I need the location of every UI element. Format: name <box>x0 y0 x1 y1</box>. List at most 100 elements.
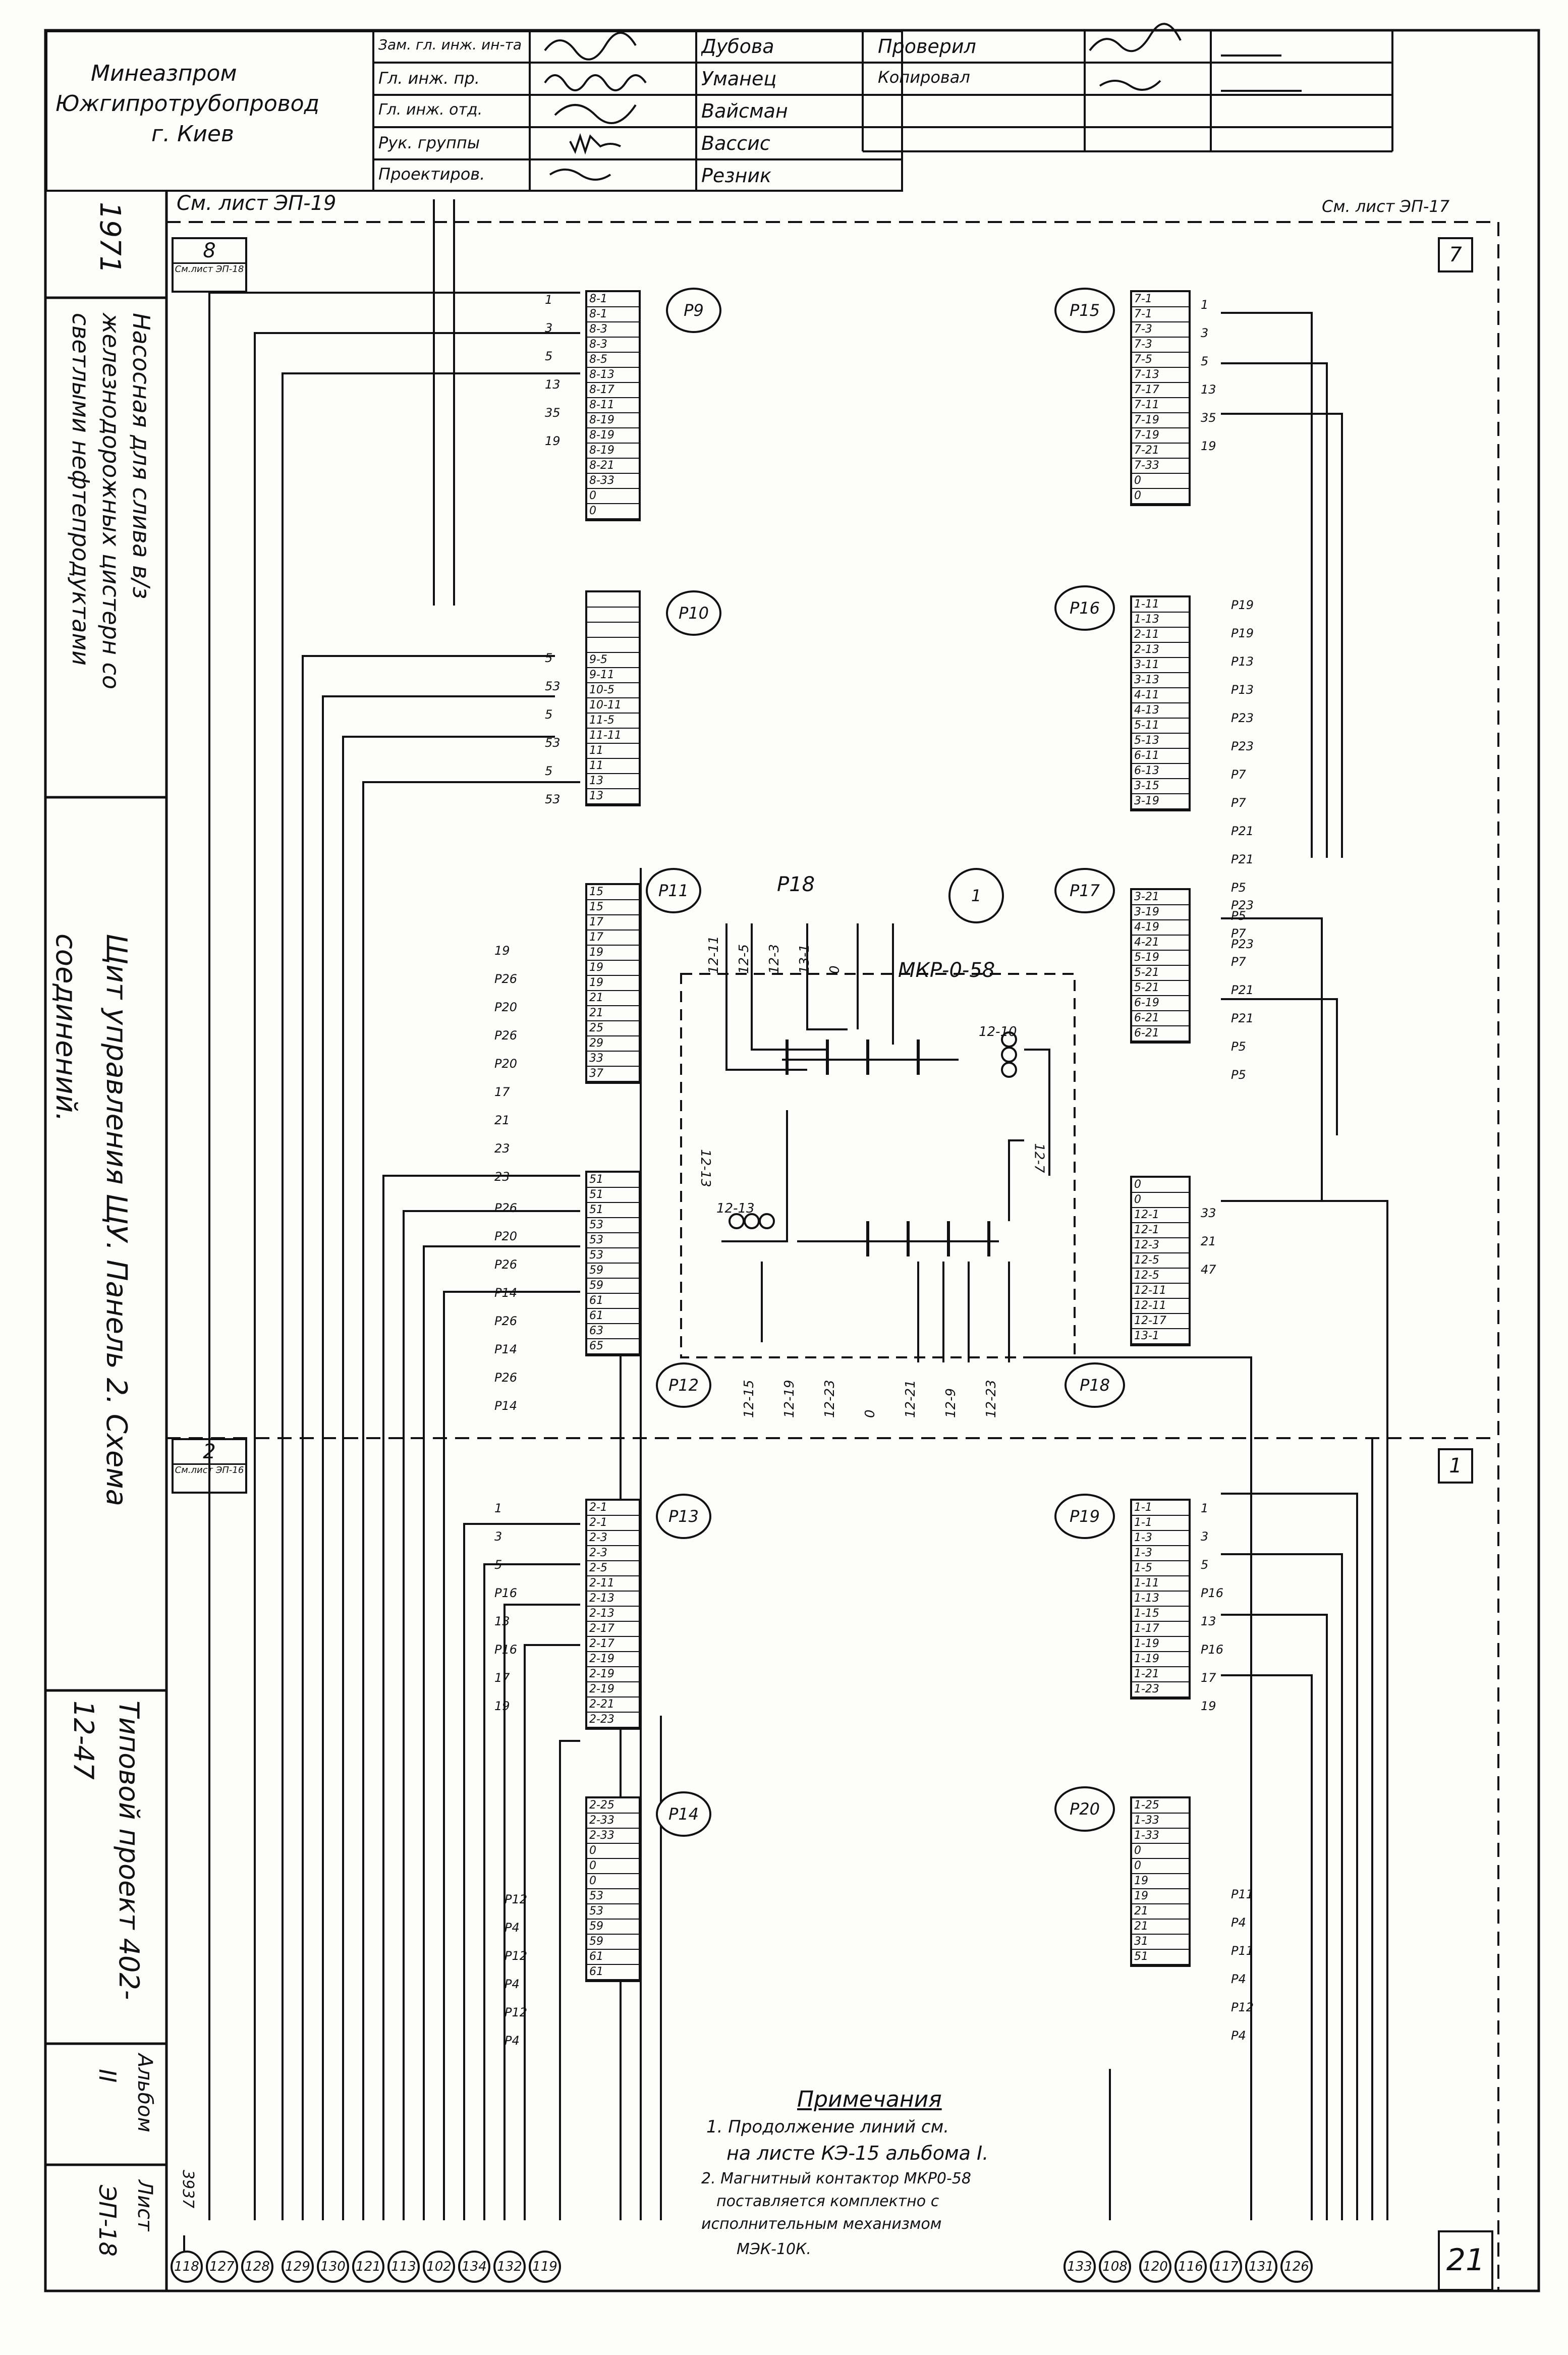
cable-marker: 121 <box>352 2251 384 2283</box>
terminal: 8-11 <box>587 398 639 413</box>
terminal: 11 <box>587 759 639 774</box>
ref-box-8-link: См.лист ЭП-18 <box>174 262 245 275</box>
contactor-right-2: 12-7 <box>1031 1143 1047 1173</box>
role-4: Рук. группы <box>378 133 480 152</box>
terminal: 7-33 <box>1132 459 1189 474</box>
wire-label: P23 <box>1231 711 1254 725</box>
terminal: 7-19 <box>1132 428 1189 444</box>
role-2: Гл. инж. пр. <box>378 69 480 88</box>
terminal: 1-19 <box>1132 1637 1189 1652</box>
terminal: 17 <box>587 915 639 930</box>
terminal: 25 <box>587 1021 639 1036</box>
terminal: 12-5 <box>1132 1253 1189 1269</box>
wire-label: P14 <box>494 1342 518 1356</box>
wire-label: 23 <box>494 1141 510 1156</box>
terminal: 1-3 <box>1132 1546 1189 1561</box>
wire-label: P12 <box>505 1949 528 1963</box>
center-mark: 1 <box>948 868 1004 923</box>
wire-label: P26 <box>494 1028 518 1043</box>
wire-label: 5 <box>1201 1558 1209 1572</box>
terminal: 8-19 <box>587 428 639 444</box>
sheet-label: Лист <box>133 2180 156 2231</box>
wire-label: 1 <box>1201 298 1209 312</box>
name-1: Дубова <box>701 35 774 58</box>
wire-label: P5 <box>1231 881 1246 895</box>
org-city: г. Киев <box>151 121 234 147</box>
terminal: 65 <box>587 1339 639 1354</box>
wire-label: P13 <box>1231 683 1254 697</box>
side-strip-grid <box>45 296 166 2166</box>
relay-p15: P15 <box>1054 288 1115 333</box>
wire-label: P21 <box>1231 852 1254 866</box>
wire-label: 1 <box>545 293 553 307</box>
terminal: 21 <box>587 991 639 1006</box>
name-5: Резник <box>701 165 771 187</box>
cable-marker: 117 <box>1210 2251 1242 2283</box>
wire-label: P21 <box>1231 1011 1254 1025</box>
contactor-wire-label: 12-3 <box>767 944 782 974</box>
terminal: 1-17 <box>1132 1622 1189 1637</box>
wire-label: P7 <box>1231 768 1246 782</box>
terminal: 19 <box>587 976 639 991</box>
terminal: 12-1 <box>1132 1223 1189 1238</box>
terminal: 4-11 <box>1132 688 1189 703</box>
ref-top-left: См. лист ЭП-19 <box>177 192 337 215</box>
wire-label: P26 <box>494 972 518 986</box>
album-value: II <box>94 2069 121 2083</box>
terminal: 17 <box>587 930 639 946</box>
wire-label: 13 <box>545 377 561 392</box>
wire-label: P16 <box>494 1642 518 1657</box>
signatures <box>544 23 1302 181</box>
terminal <box>587 608 639 623</box>
wire-label: P16 <box>1201 1642 1224 1657</box>
wire-label: P12 <box>1231 2000 1254 2014</box>
terminal: 21 <box>1132 1920 1189 1935</box>
terminal: 7-13 <box>1132 368 1189 383</box>
terminal: 5-13 <box>1132 734 1189 749</box>
ref-box-2: 2 См.лист ЭП-16 <box>172 1438 247 1494</box>
terminal: 11 <box>587 744 639 759</box>
terminal: 8-3 <box>587 338 639 353</box>
terminal: 1-13 <box>1132 613 1189 628</box>
wire-label: 53 <box>545 736 561 750</box>
cable-marker: 131 <box>1245 2251 1277 2283</box>
wire-label: 21 <box>494 1113 510 1127</box>
cable-marker: 116 <box>1174 2251 1207 2283</box>
terminal: 51 <box>587 1188 639 1203</box>
terminal: 8-1 <box>587 292 639 307</box>
cable-marker: 113 <box>387 2251 420 2283</box>
terminal: 2-23 <box>587 1713 639 1728</box>
contactor-wire-label: 12-11 <box>706 936 721 974</box>
purpose-text: Насосная для слива в/з железнодорожных ц… <box>67 313 155 690</box>
terminal: 0 <box>1132 1178 1189 1193</box>
contactor-wire-label: 13-1 <box>797 944 812 974</box>
terminal: 2-17 <box>587 1637 639 1652</box>
terminal: 7-1 <box>1132 307 1189 322</box>
terminal: 2-21 <box>587 1697 639 1713</box>
role-5: Проектиров. <box>378 165 485 184</box>
terminal: 2-11 <box>1132 628 1189 643</box>
wire-label: P21 <box>1231 983 1254 997</box>
terminal: 1-21 <box>1132 1667 1189 1682</box>
terminal: 3-11 <box>1132 658 1189 673</box>
wire-label: P23 <box>1231 898 1254 912</box>
terminal: 1-11 <box>1132 1576 1189 1592</box>
wire-label: P26 <box>494 1314 518 1328</box>
wire-label: P20 <box>494 1057 518 1071</box>
wire-label: P26 <box>494 1201 518 1215</box>
relay-p9: P9 <box>666 288 721 333</box>
terminal: 19 <box>587 961 639 976</box>
wire-label: 13 <box>494 1614 510 1628</box>
wire-label: 35 <box>545 406 561 420</box>
wire-label: 13 <box>1201 1614 1216 1628</box>
wire-label: 1 <box>1201 1501 1209 1515</box>
contactor-wire-label: 12-21 <box>903 1380 918 1418</box>
cable-marker: 133 <box>1063 2251 1096 2283</box>
